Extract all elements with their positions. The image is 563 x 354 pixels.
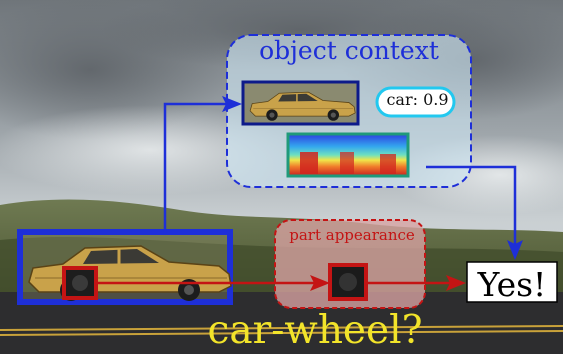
answer-box — [466, 261, 558, 303]
answer-label: Yes! — [477, 265, 547, 304]
wheel-icon — [339, 273, 357, 291]
arrow-context-to-answer — [426, 165, 517, 246]
car-score-label: car: 0.9 — [386, 90, 449, 109]
arrow-car-to-context — [163, 102, 228, 233]
question-label: car-wheel? — [207, 308, 423, 353]
wheel-icon — [72, 275, 88, 291]
object-context-title: object context — [259, 36, 439, 65]
car-score-pill — [375, 86, 456, 118]
part-wheel-crop — [328, 263, 368, 301]
part-appearance-title: part appearance — [289, 226, 415, 244]
